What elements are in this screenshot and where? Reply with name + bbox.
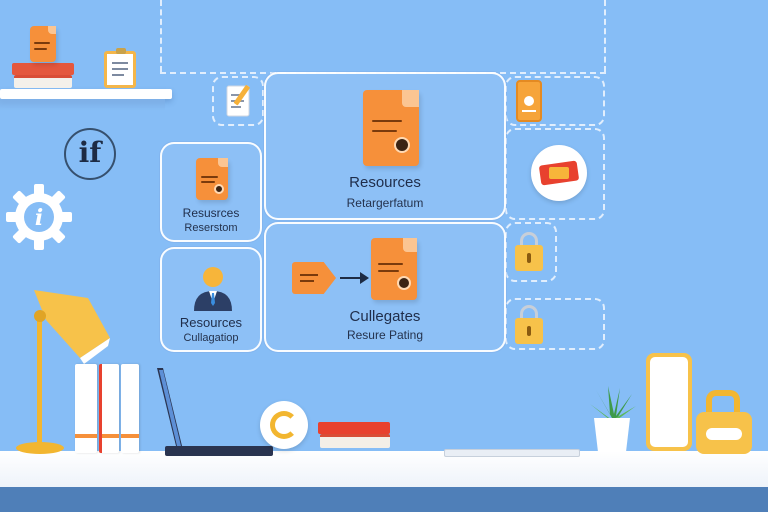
desk-lamp [10, 280, 122, 456]
lock-icon [515, 318, 543, 344]
person-resource-card[interactable]: Resources Cullagatiop [160, 247, 262, 352]
padlock-icon [696, 412, 752, 454]
connector-line [604, 0, 606, 72]
connector-line [160, 0, 162, 72]
padlock-shackle [706, 390, 740, 416]
laptop [155, 368, 275, 460]
card-subtitle: Retargerfatum [346, 196, 424, 210]
handshake-icon [531, 145, 587, 201]
lock-icon [515, 245, 543, 271]
shelf-document-icon [30, 26, 56, 62]
card-subtitle: Resure Pating [346, 328, 424, 342]
info-badge-icon: if [64, 128, 116, 180]
shelf-book [12, 63, 74, 75]
arrow-icon [340, 277, 362, 279]
desk-front [0, 487, 768, 512]
wall-shelf [0, 89, 172, 99]
workflow-card[interactable]: Cullegates Resure Pating [264, 222, 506, 352]
card-title: Resusrces [182, 206, 240, 220]
arrow-head-icon [360, 272, 369, 284]
binder [121, 364, 139, 453]
lock-shackle [520, 305, 538, 319]
desk-surface [0, 451, 768, 487]
document-icon [196, 158, 228, 200]
connector-box [505, 128, 605, 220]
svg-text:i: i [35, 205, 43, 231]
card-subtitle: Cullagatiop [183, 332, 239, 344]
connector-box [505, 76, 605, 126]
person-icon [190, 263, 236, 311]
main-resource-card[interactable]: Resources Retargerfatum [264, 72, 506, 220]
card-title: Resources [179, 315, 243, 330]
desk-book [318, 422, 390, 434]
clipboard-icon [104, 48, 136, 88]
left-resource-card[interactable]: Resusrces Reserstom [160, 142, 262, 242]
connector-box [212, 76, 264, 126]
potted-plant [586, 384, 638, 454]
desk-book [320, 434, 390, 448]
lock-shackle [520, 232, 538, 246]
binder [99, 364, 119, 453]
connector-box [505, 298, 605, 350]
document-icon [363, 90, 419, 166]
shelf-book [14, 75, 72, 88]
card-title: Cullegates [349, 308, 421, 325]
binder [75, 364, 97, 453]
gear-info-icon: i [4, 182, 74, 252]
refresh-badge-icon [260, 401, 308, 449]
document-icon [371, 238, 417, 300]
tablet [444, 449, 580, 457]
card-title: Resources [349, 174, 421, 191]
smartphone [646, 353, 692, 451]
card-subtitle: Reserstom [184, 222, 238, 234]
shelf-shadow [0, 99, 165, 111]
connector-box [505, 222, 557, 282]
phone-heart-icon [516, 80, 542, 122]
tag-icon [292, 262, 336, 294]
note-pencil-icon [226, 82, 256, 118]
